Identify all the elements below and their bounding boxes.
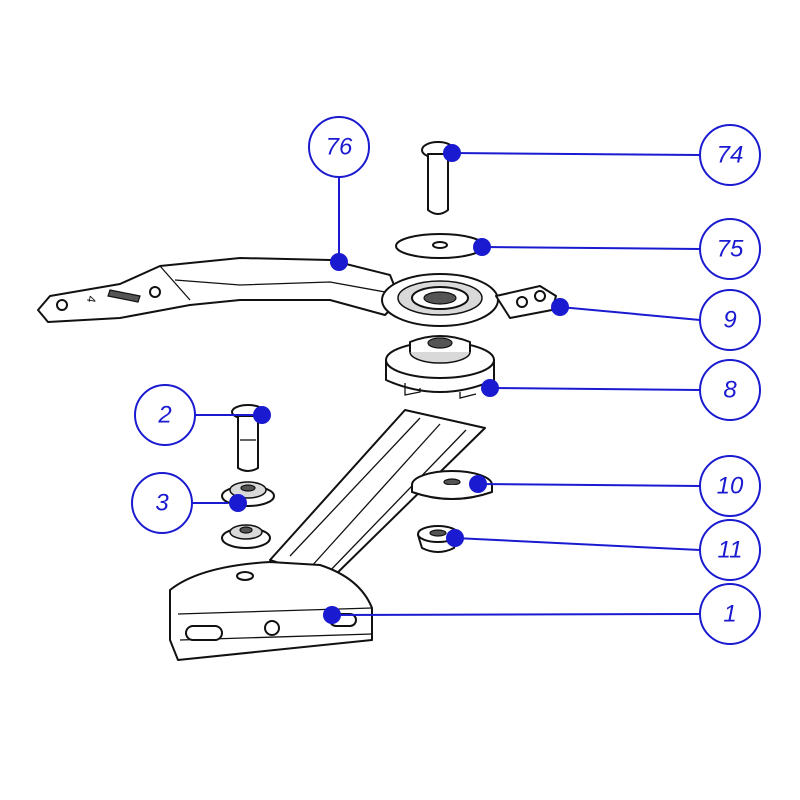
dot-1	[323, 606, 341, 624]
leader-11	[454, 537, 701, 551]
leader-8	[489, 387, 701, 391]
callout-9: 9	[699, 289, 761, 351]
callout-10: 10	[699, 455, 761, 517]
callout-74: 74	[699, 124, 761, 186]
callout-76: 76	[308, 116, 370, 178]
leader-9	[559, 306, 701, 321]
dot-9	[551, 298, 569, 316]
callout-1-label: 1	[723, 601, 736, 628]
dot-75	[473, 238, 491, 256]
dot-76	[330, 253, 348, 271]
callout-8-label: 8	[723, 377, 737, 404]
callout-11: 11	[699, 519, 761, 581]
callout-75: 75	[699, 218, 761, 280]
dot-10	[469, 475, 487, 493]
callout-74-label: 74	[717, 142, 744, 169]
callout-8: 8	[699, 359, 761, 421]
part-75-washer	[395, 233, 485, 259]
dot-2	[253, 406, 271, 424]
leader-lines	[192, 152, 701, 616]
callout-75-label: 75	[717, 236, 744, 263]
part-marking: 4	[84, 295, 99, 304]
callout-2: 2	[134, 384, 196, 446]
leader-1	[331, 613, 701, 616]
dot-74	[443, 144, 461, 162]
callout-76-label: 76	[326, 134, 353, 161]
callout-3: 3	[131, 472, 193, 534]
leader-10	[477, 483, 701, 487]
callout-1: 1	[699, 583, 761, 645]
part-3-washer-nut	[221, 481, 275, 549]
dot-8	[481, 379, 499, 397]
callout-10-label: 10	[717, 473, 744, 500]
callout-3-label: 3	[155, 490, 169, 517]
leader-74	[451, 152, 701, 156]
part-9-bearing	[381, 273, 557, 327]
dot-3	[229, 494, 247, 512]
part-8-bushing	[385, 335, 495, 399]
part-76-arm: 4	[37, 257, 401, 323]
anchor-dots	[229, 144, 569, 624]
callout-9-label: 9	[723, 307, 736, 334]
dot-11	[446, 529, 464, 547]
leader-75	[481, 246, 701, 250]
callout-2-label: 2	[157, 402, 171, 429]
part-1-base	[169, 409, 486, 661]
callout-11-label: 11	[718, 537, 743, 564]
